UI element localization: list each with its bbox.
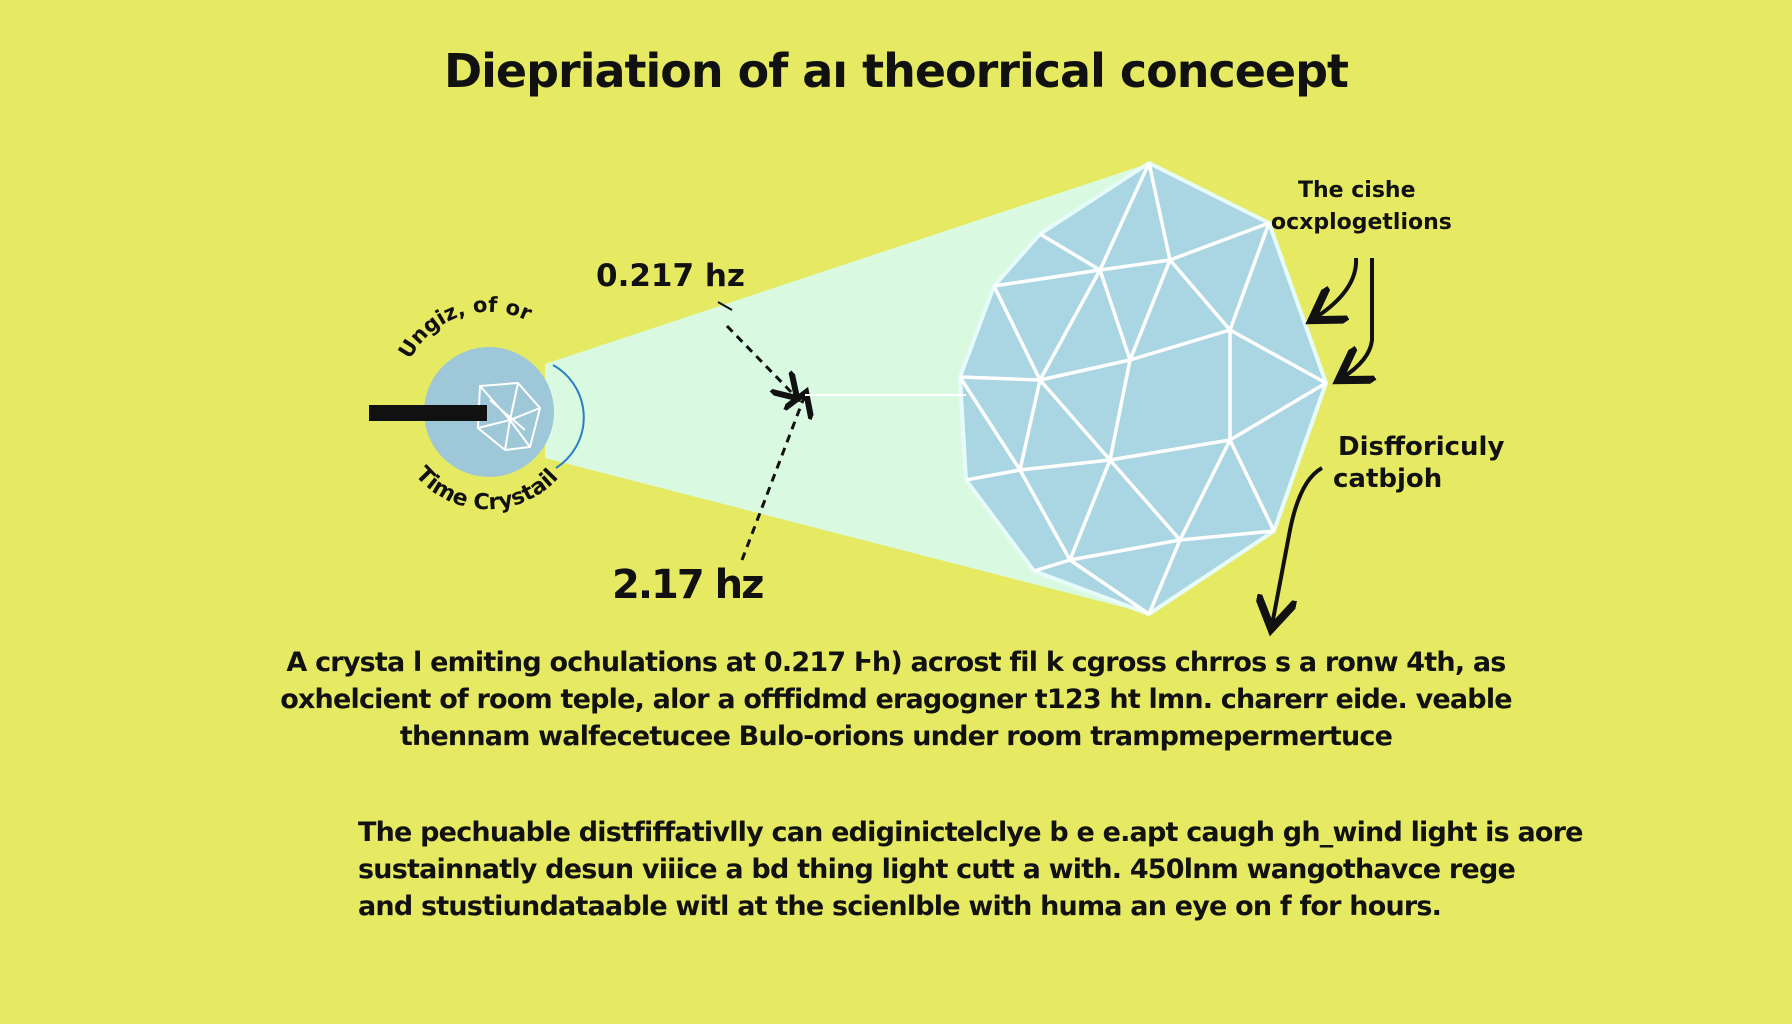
frequency-label-lower: 2.17 hz <box>612 562 764 608</box>
right-label-bottom-line1: Disfforiculy <box>1338 432 1505 462</box>
time-crystal-circle <box>424 347 554 477</box>
page-title: Diepriation of aı theorrical conceept <box>443 44 1349 98</box>
arrow-long <box>1272 466 1324 625</box>
frequency-label-upper: 0.217 hz <box>596 258 745 294</box>
arrow-curved-2 <box>1342 258 1372 378</box>
right-label-top-line1: The cishe <box>1298 178 1416 203</box>
right-label-top-line2: ocxplogetlions <box>1271 210 1452 235</box>
paragraph-line: thennam walfecetucee Bulo-orions under r… <box>399 721 1393 752</box>
dashed-arrow-upper <box>725 324 795 396</box>
pointer-line <box>717 301 733 311</box>
paragraph-line: The pechuable distfiffativlly can edigin… <box>358 817 1583 848</box>
dashed-arrow-lower <box>740 395 805 561</box>
paragraph-line: oxhelcient of room teple, alor a offfidm… <box>280 684 1512 715</box>
paragraph-line: A crysta l emiting ochulations at 0.217 … <box>286 647 1506 678</box>
small-crystal-icon <box>476 381 542 452</box>
right-label-bottom-line2: catbjoh <box>1333 464 1443 494</box>
description-paragraph-1: A crysta l emiting ochulations at 0.217 … <box>0 644 1792 755</box>
probe-bar <box>369 405 487 421</box>
description-paragraph-2: The pechuable distfiffativlly can edigin… <box>358 814 1583 925</box>
circle-arc <box>552 364 585 469</box>
paragraph-line: and stustiundataable witl at the scienlb… <box>358 891 1442 922</box>
large-crystal <box>957 160 1329 617</box>
arrow-curved-1 <box>1315 257 1359 318</box>
paragraph-line: sustainnatly desun viiice a bd thing lig… <box>358 854 1516 885</box>
